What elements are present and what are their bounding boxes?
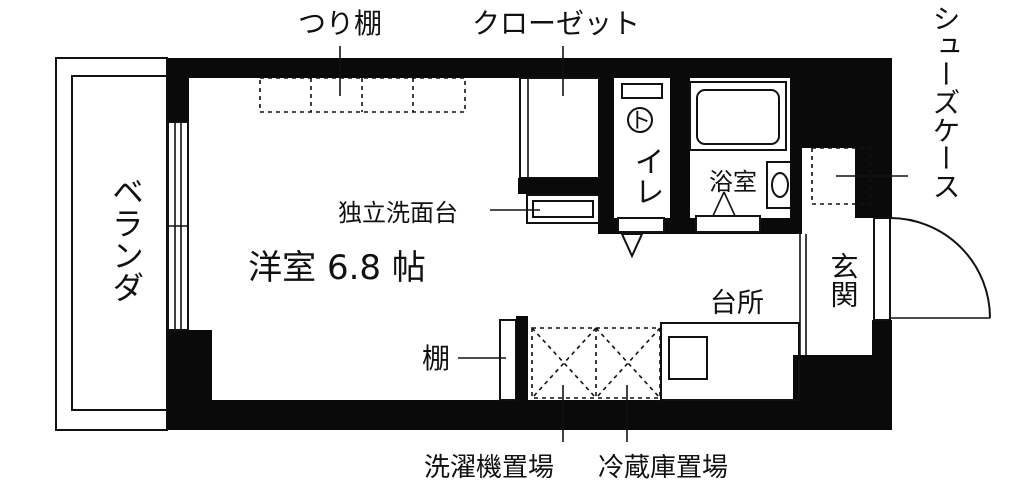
label-closet: クローゼット [472,7,640,40]
label-veranda: ベランダ [107,175,145,303]
closet [518,77,601,194]
label-room: 洋室 6.8 帖 [248,248,426,288]
label-bath: 浴室 [709,168,757,196]
outer-walls [167,58,892,430]
window [167,121,189,331]
entrance-partition [799,234,807,355]
label-washer-space: 洗濯機置場 [424,453,554,483]
label-shoe-case: シューズケース [929,4,962,200]
leader-lines [339,46,564,96]
label-washstand: 独立洗面台 [338,199,458,227]
label-entrance: 玄関 [827,252,860,308]
entrance-door [873,217,991,321]
label-tsuridana: つり棚 [298,7,382,40]
label-toilet-rest: イレ [629,146,664,206]
toilet-marker [627,107,653,133]
label-kitchen: 台所 [710,288,764,319]
kitchen-counter [660,322,800,401]
washstand [490,194,600,224]
label-toilet-ko: ト [629,109,651,134]
hanging-shelf [259,77,466,113]
shoe-case [811,147,908,205]
shelf [458,316,528,401]
label-shelf: 棚 [422,342,450,375]
toilet-room [598,78,690,259]
label-fridge-space: 冷蔵庫置場 [598,453,728,483]
bath-room [689,81,802,234]
appliance-spaces [531,327,661,442]
